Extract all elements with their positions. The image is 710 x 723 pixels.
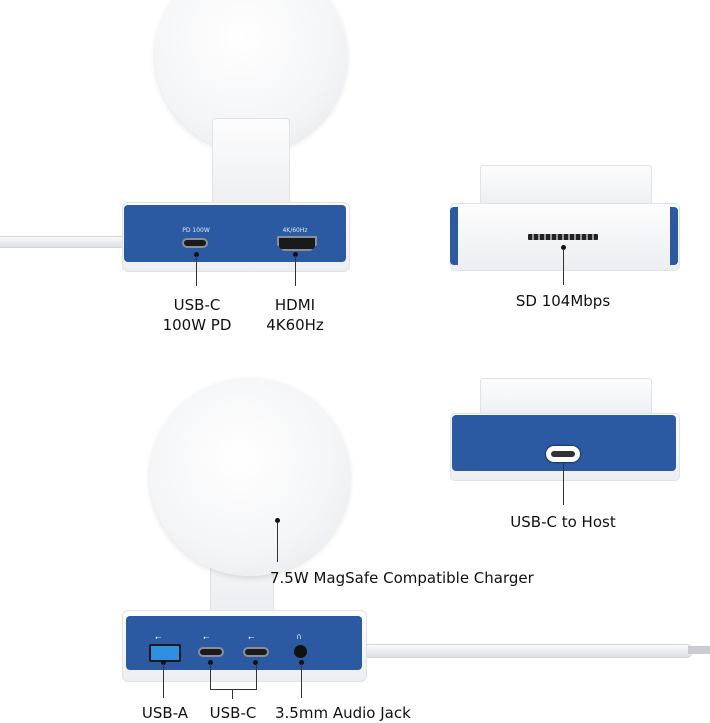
callout-dot: [299, 660, 304, 665]
bracket-line: [210, 664, 257, 690]
label-hdmi: HDMI 4K60Hz: [245, 295, 345, 335]
port-inner: [551, 451, 575, 457]
usb-c-host-port: [546, 446, 580, 462]
callout-line: [301, 664, 302, 698]
label-audio: 3.5mm Audio Jack: [275, 704, 411, 722]
label-line: USB-C: [173, 296, 221, 314]
magsafe-puck: [150, 378, 350, 576]
callout-dot: [161, 660, 166, 665]
cable-plug: [688, 646, 710, 654]
usb-icon: ⭠: [155, 633, 162, 642]
label-usb-a: USB-A: [141, 704, 189, 722]
headphone-icon: ∩: [296, 632, 302, 641]
port-print-pd: PD 100W: [182, 227, 210, 234]
stand-arm: [212, 118, 290, 210]
hub-blue-panel: [452, 415, 676, 471]
usb-icon: ⭠: [248, 633, 255, 642]
callout-line: [277, 522, 278, 562]
usb-c-port: [243, 647, 269, 657]
usb-c-port: [198, 647, 224, 657]
audio-jack: [294, 645, 307, 658]
hub-blue-side: [450, 207, 458, 265]
hub-blue-panel: [124, 205, 346, 262]
callout-dot: [253, 660, 258, 665]
hub-blue-side: [670, 207, 678, 265]
callout-line: [196, 256, 197, 286]
label-sd: SD 104Mbps: [515, 292, 611, 310]
label-usb-c-host: USB-C to Host: [510, 513, 616, 531]
usb-icon: ⭠: [203, 633, 210, 642]
hdmi-port: [277, 236, 317, 251]
callout-dot: [293, 252, 298, 257]
port-print-4k: 4K/60Hz: [282, 227, 308, 234]
usb-c-port: [182, 238, 208, 248]
callout-line: [163, 664, 164, 698]
callout-dot: [194, 252, 199, 257]
sd-card-slot: [528, 234, 598, 240]
label-line: HDMI: [274, 296, 316, 314]
hub-top: [480, 165, 652, 209]
cable: [360, 644, 692, 658]
label-line: 100W PD: [162, 316, 232, 334]
callout-line: [563, 249, 564, 285]
callout-dot: [275, 518, 280, 523]
label-line: 4K60Hz: [266, 316, 324, 334]
callout-line: [563, 463, 564, 505]
label-usb-c: USB-C: [209, 704, 257, 722]
label-usb-c-pd: USB-C 100W PD: [147, 295, 247, 335]
usb-a-port: [149, 644, 181, 662]
callout-line: [232, 689, 233, 699]
cable: [0, 236, 127, 248]
callout-line: [295, 256, 296, 286]
callout-dot: [208, 660, 213, 665]
label-charger: 7.5W MagSafe Compatible Charger: [270, 569, 534, 587]
callout-dot: [561, 245, 566, 250]
